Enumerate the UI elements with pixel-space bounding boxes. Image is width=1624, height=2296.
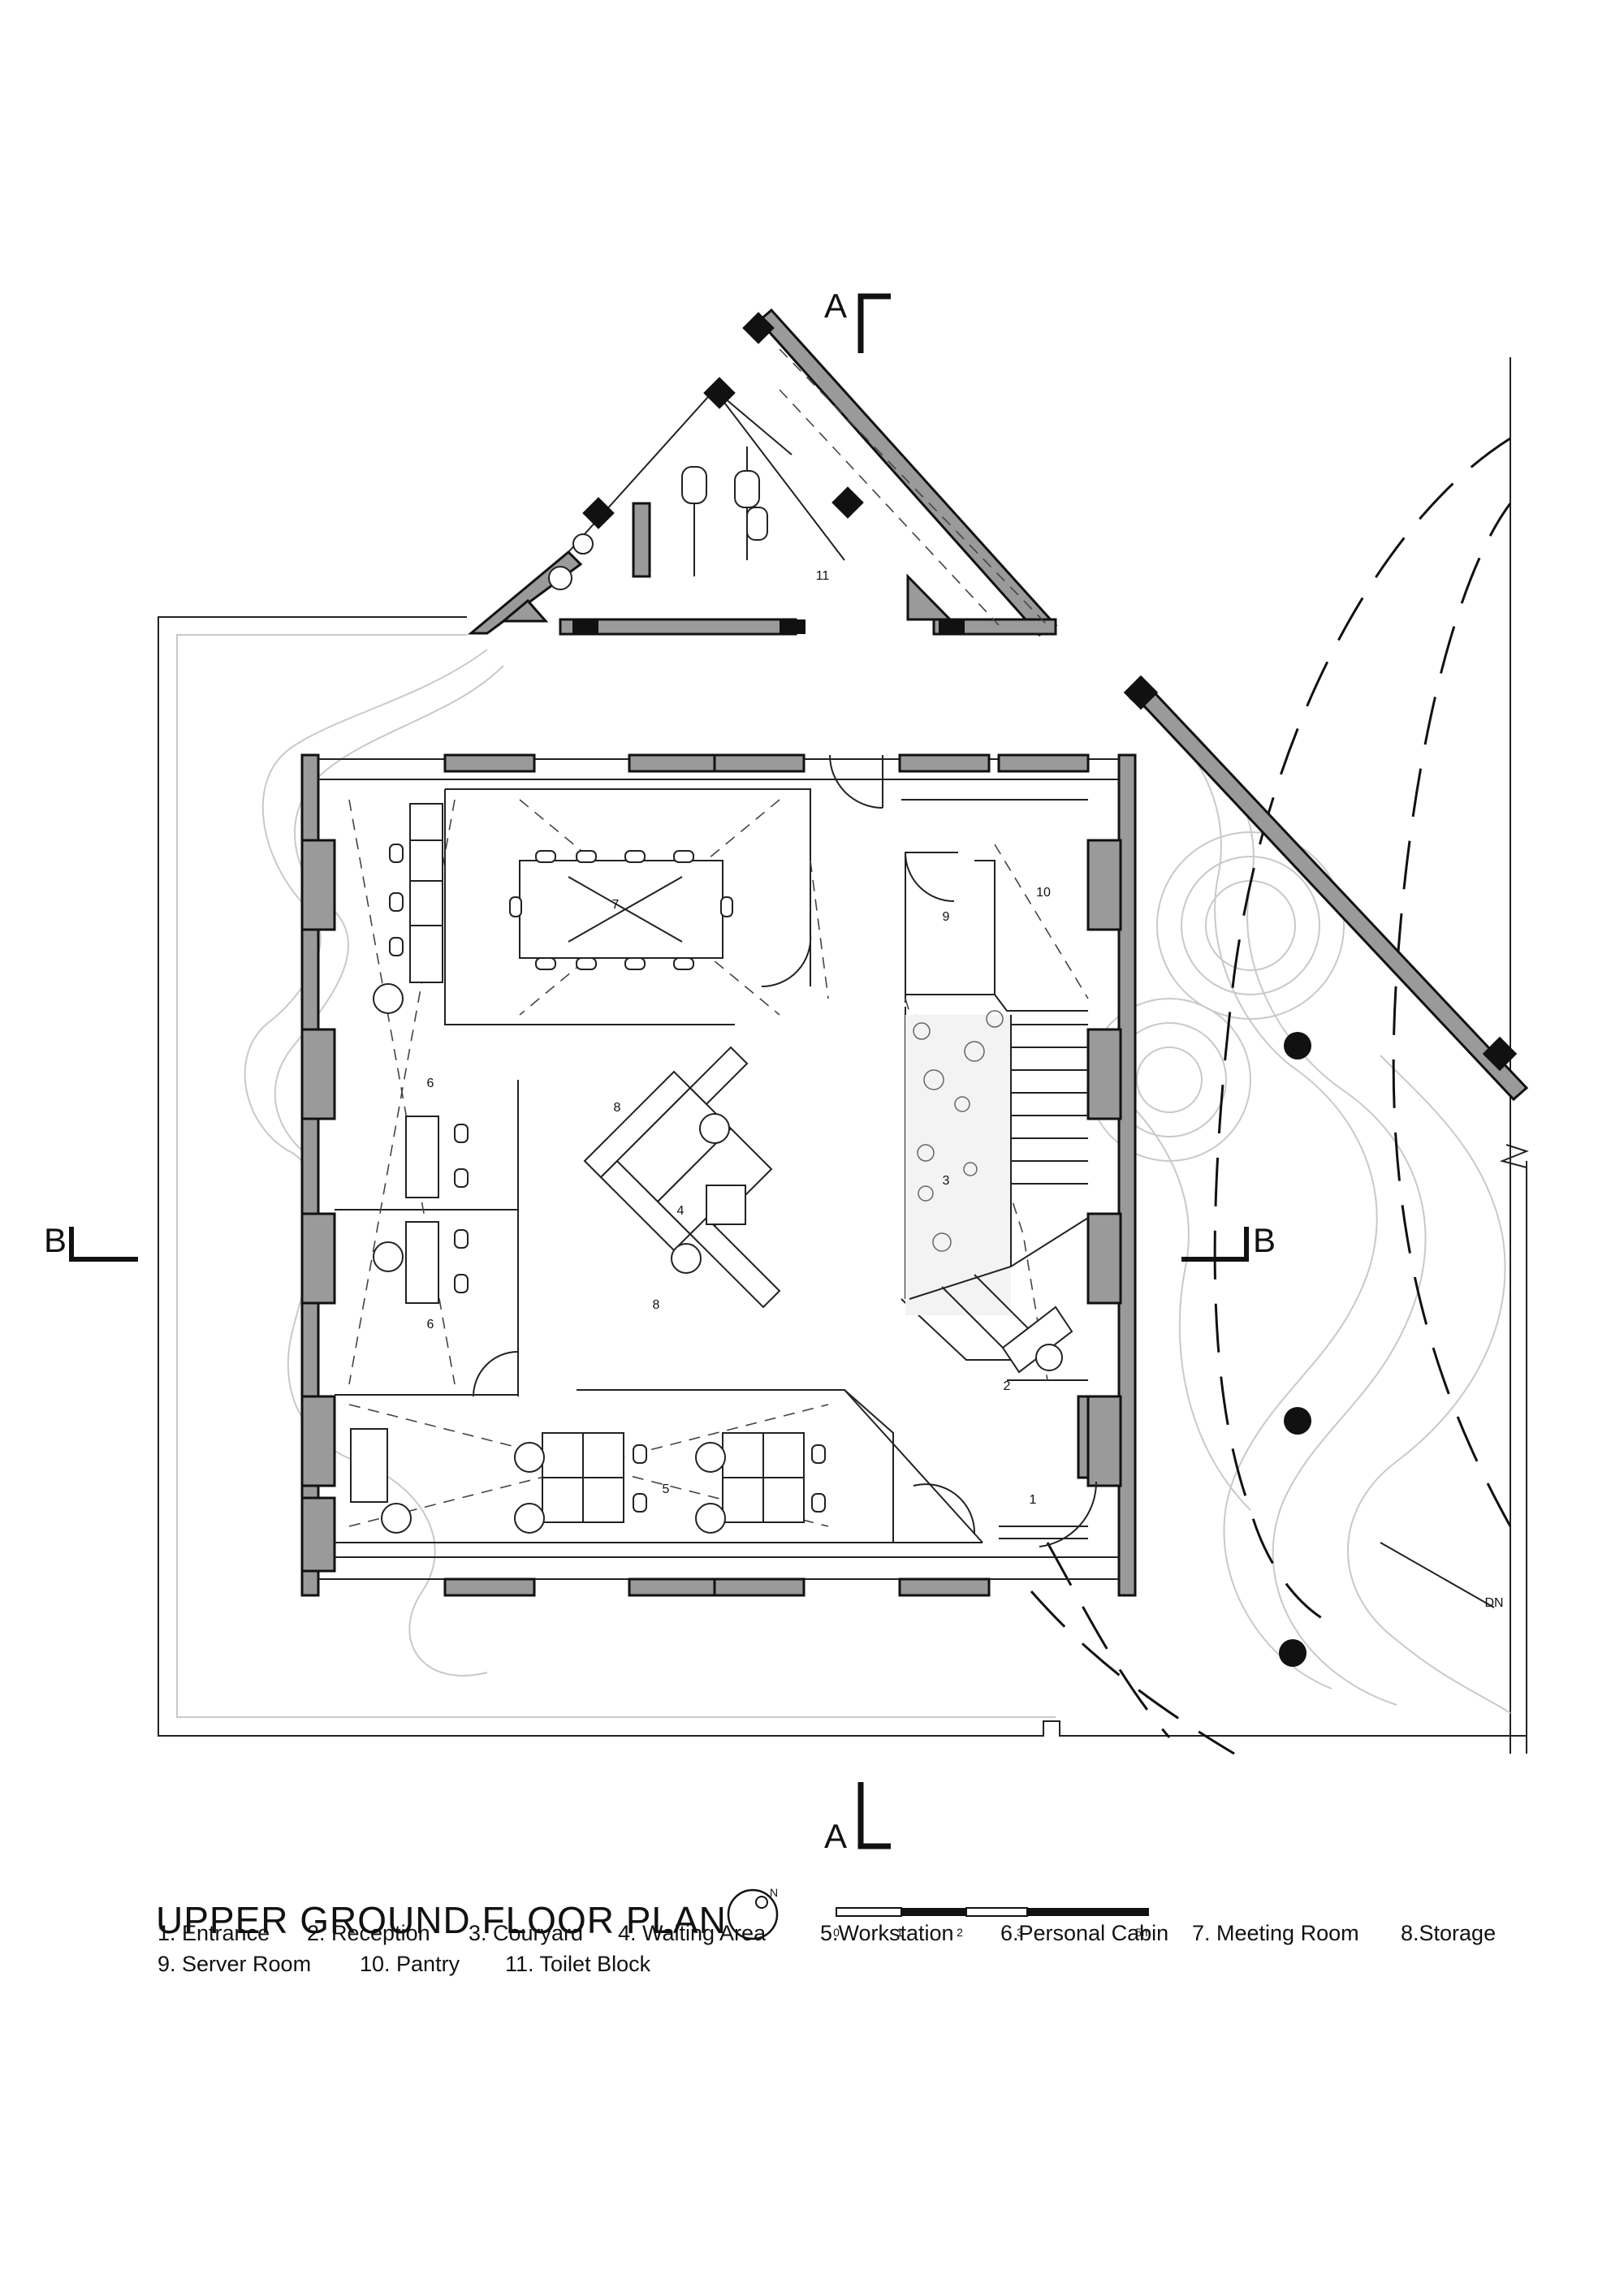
legend-server-room: 9. Server Room — [158, 1952, 312, 1976]
legend-workstation: 5.Workstation — [820, 1921, 954, 1945]
reception-entrance: 2 1 — [1001, 1306, 1073, 1507]
room-tag-6a: 6 — [427, 1077, 434, 1090]
waiting-area-furniture: 8 4 8 — [583, 1046, 781, 1312]
room-tag-1: 1 — [1030, 1493, 1037, 1507]
section-a-top-label: A — [824, 287, 847, 325]
room-tag-6b: 6 — [427, 1318, 434, 1331]
legend-entrance: 1. Entrance — [158, 1921, 270, 1945]
plan-title: UPPER GROUND FLOOR PLAN — [156, 1899, 727, 1941]
site-boundary — [158, 357, 1527, 1754]
tree-marker — [1284, 1407, 1311, 1435]
scale-tick-1: 1 — [896, 1926, 903, 1939]
legend-courtyard: 3. Couryard — [469, 1921, 584, 1945]
overhead-arcs: DN — [1030, 437, 1512, 1755]
trees — [1279, 1032, 1311, 1667]
room-tag-4: 4 — [677, 1204, 685, 1218]
room-tag-8a: 8 — [614, 1101, 621, 1115]
room-tag-5: 5 — [663, 1482, 670, 1496]
section-a-bottom-label: A — [824, 1817, 847, 1855]
courtyard-plants — [913, 1010, 1004, 1252]
legend-waiting-area: 4. Waiting Area — [618, 1921, 767, 1945]
section-markers: A A B B — [44, 287, 1276, 1855]
north-label: N — [770, 1886, 778, 1899]
legend-storage: 8.Storage — [1401, 1921, 1497, 1945]
legend-meeting-room: 7. Meeting Room — [1192, 1921, 1359, 1945]
legend-pantry: 10. Pantry — [360, 1952, 460, 1976]
scale-bar: 0 1 2 3 5m — [833, 1907, 1151, 1939]
scale-tick-2: 2 — [957, 1926, 963, 1939]
room-tag-3: 3 — [943, 1174, 950, 1188]
room-tag-11: 11 — [816, 569, 830, 583]
courtyard: 3 — [905, 1010, 1089, 1357]
stair-dn-label: DN — [1484, 1596, 1503, 1610]
scale-tick-3: 3 — [1017, 1926, 1023, 1939]
building-perimeter — [300, 753, 1137, 1597]
scale-tick-0: 0 — [833, 1926, 840, 1939]
legend-toilet-block: 11. Toilet Block — [505, 1952, 651, 1976]
room-tag-7: 7 — [612, 898, 620, 912]
scale-tick-5m: 5m — [1135, 1926, 1151, 1939]
diagonal-boundary-wall — [1123, 675, 1529, 1168]
north-arrow: N — [727, 1886, 779, 1940]
personal-cabin-furniture: 6 6 — [373, 803, 469, 1331]
tree-marker — [1279, 1639, 1307, 1667]
north-arrow-icon — [727, 1888, 779, 1940]
legend-personal-cabin: 6.Personal Cabin — [1000, 1921, 1169, 1945]
legend-reception: 2. Reception — [307, 1921, 430, 1945]
section-b-left-label: B — [44, 1221, 67, 1259]
workstation-furniture: 5 — [350, 1428, 826, 1534]
room-tag-8b: 8 — [653, 1298, 660, 1312]
room-tag-9: 9 — [943, 910, 950, 924]
room-tag-2: 2 — [1004, 1379, 1011, 1393]
room-tag-10: 10 — [1036, 886, 1051, 900]
tree-marker — [1284, 1032, 1311, 1060]
toilet-block: 11 — [467, 308, 1058, 637]
section-b-right-label: B — [1253, 1221, 1276, 1259]
meeting-room-furniture: 7 — [509, 850, 733, 970]
door-swings — [473, 754, 1098, 1547]
interior-partitions — [335, 788, 1090, 1543]
